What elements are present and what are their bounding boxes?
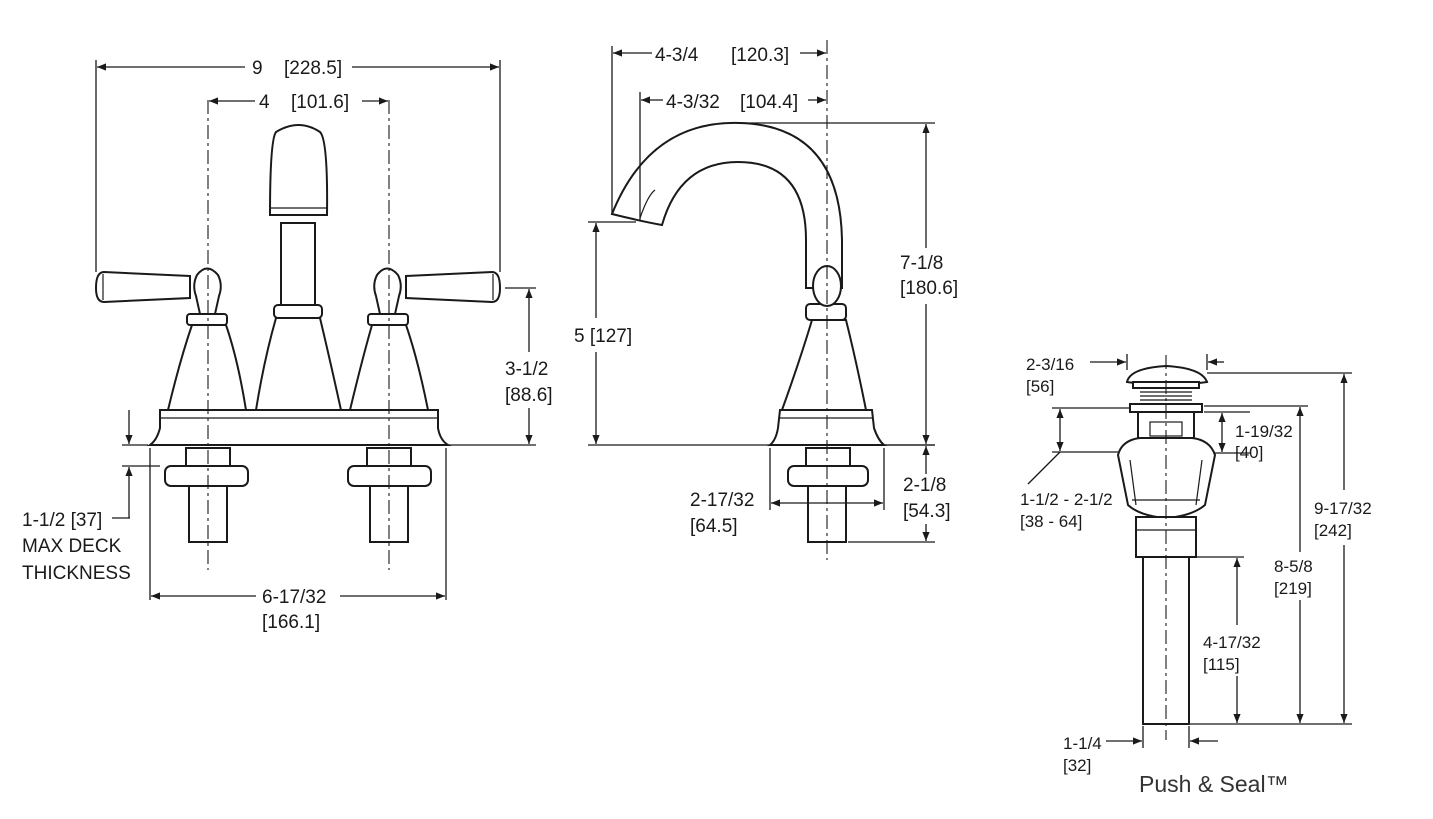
spout-reach-outer-mm: [120.3] (731, 45, 789, 66)
dim-body-height: 1-19/32 [40] (1204, 411, 1293, 462)
deck-thickness-line1: MAX DECK (22, 536, 122, 557)
tail-diameter-inch: 1-1/4 (1063, 734, 1102, 753)
handle-spacing-inch: 4 (259, 92, 270, 113)
shank-length-mm: [54.3] (903, 501, 951, 522)
front-view: 9 [228.5] 4 [101.6] 3-1/2 [88.6] 1-1/2 (22, 58, 553, 633)
deck-thickness-line2: THICKNESS (22, 563, 131, 584)
dim-shank-length: 2-1/8 [54.3] (848, 444, 951, 543)
dim-drain-overall: 9-17/32 [242] (1190, 372, 1372, 725)
dim-spout-clearance: 5 [127] (574, 221, 770, 446)
spout-reach-inner-inch: 4-3/32 (666, 92, 720, 113)
side-faucet-drawing (610, 40, 887, 560)
dim-cap-diameter: 2-3/16 [56] (1026, 354, 1224, 396)
dim-base-depth: 2-17/32 [64.5] (690, 448, 885, 537)
overall-height-mm: [180.6] (900, 278, 958, 299)
handle-spacing-mm: [101.6] (291, 92, 349, 113)
drain-view: 2-3/16 [56] 1-19/32 [40] 1-1/2 - 2-1/2 [… (1020, 354, 1372, 797)
dim-spout-reach-inner: 4-3/32 [104.4] (639, 92, 826, 220)
dim-drain-body-total: 8-5/8 [219] (1204, 405, 1313, 723)
dim-deck-thickness: 1-1/2 [37] MAX DECK THICKNESS (22, 410, 160, 584)
overall-width-inch: 9 (252, 58, 263, 79)
dim-tail-diameter: 1-1/4 [32] (1063, 726, 1218, 775)
deck-thickness-value: 1-1/2 [37] (22, 510, 102, 531)
cap-diameter-mm: [56] (1026, 377, 1054, 396)
drain-overall-inch: 9-17/32 (1314, 499, 1372, 518)
dim-handle-spacing: 4 [101.6] (209, 92, 388, 113)
spout-clearance-value: 5 [127] (574, 326, 632, 347)
dim-mount-range: 1-1/2 - 2-1/2 [38 - 64] (1020, 407, 1130, 531)
tail-mm: [115] (1203, 655, 1240, 674)
dim-base-width: 6-17/32 [166.1] (149, 448, 447, 633)
base-depth-inch: 2-17/32 (690, 490, 754, 511)
mount-range-mm: [38 - 64] (1020, 512, 1082, 531)
body-height-mm: [40] (1235, 443, 1263, 462)
front-faucet-drawing (94, 100, 502, 570)
side-view: 4-3/4 [120.3] 4-3/32 [104.4] 5 [127] 7-1… (574, 40, 958, 560)
dim-overall-width: 9 [228.5] (95, 58, 501, 272)
brand-label: Push & Seal™ (1139, 771, 1289, 797)
drain-drawing (1116, 355, 1217, 740)
dim-tail: 4-17/32 [115] (1190, 556, 1261, 723)
base-width-inch: 6-17/32 (262, 587, 326, 608)
body-height-inch: 1-19/32 (1235, 422, 1293, 441)
mount-range-inch: 1-1/2 - 2-1/2 (1020, 490, 1113, 509)
drain-body-total-mm: [219] (1274, 579, 1312, 598)
dim-overall-height: 7-1/8 [180.6] (742, 122, 958, 446)
base-width-mm: [166.1] (262, 612, 320, 633)
dim-spout-reach-outer: 4-3/4 [120.3] (611, 45, 826, 214)
base-depth-mm: [64.5] (690, 516, 738, 537)
dim-handle-height: 3-1/2 [88.6] (448, 287, 553, 446)
drain-body-total-inch: 8-5/8 (1274, 557, 1313, 576)
tail-inch: 4-17/32 (1203, 633, 1261, 652)
tail-diameter-mm: [32] (1063, 756, 1091, 775)
spout-reach-inner-mm: [104.4] (740, 92, 798, 113)
cap-diameter-inch: 2-3/16 (1026, 355, 1074, 374)
handle-height-mm: [88.6] (505, 385, 553, 406)
overall-width-mm: [228.5] (284, 58, 342, 79)
shank-length-inch: 2-1/8 (903, 475, 946, 496)
handle-height-inch: 3-1/2 (505, 359, 548, 380)
overall-height-inch: 7-1/8 (900, 253, 943, 274)
drain-overall-mm: [242] (1314, 521, 1352, 540)
spout-reach-outer-inch: 4-3/4 (655, 45, 699, 66)
